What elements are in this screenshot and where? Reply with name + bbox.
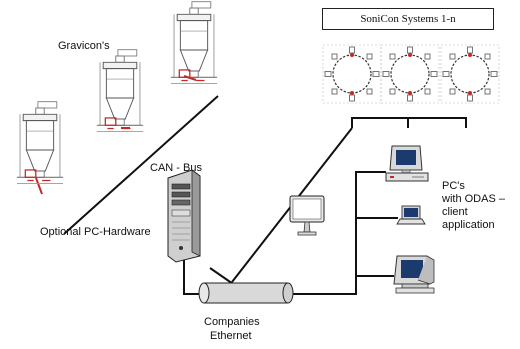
sonicon-systems-title-box: SoniCon Systems 1-n <box>322 8 494 30</box>
pcs-label-line2: with ODAS – <box>442 193 505 205</box>
pcs-label-line4: application <box>442 219 495 231</box>
sonicon-sensor-ring-icon <box>322 44 382 104</box>
pcs-label-line1: PC's <box>442 180 465 192</box>
gravicon-hopper-icon <box>96 49 144 133</box>
sonicon-title: SoniCon Systems 1-n <box>360 13 456 25</box>
tower-server-icon <box>167 169 201 263</box>
gravicon-hopper-icon <box>16 101 64 185</box>
optional-pc-hardware-label: Optional PC-Hardware <box>40 226 151 238</box>
flat-monitor-icon <box>289 195 325 236</box>
sonicon-sensor-ring-icon <box>440 44 500 104</box>
pcs-label-line3: client <box>442 206 468 218</box>
ethernet-label-line1: Companies <box>204 316 260 328</box>
crt-monitor-icon <box>385 145 429 182</box>
gravicon-hopper-icon <box>170 1 218 85</box>
ethernet-cylinder-icon <box>198 282 294 304</box>
ethernet-label-line2: Ethernet <box>210 330 252 342</box>
gravicons-label: Gravicon's <box>58 40 110 52</box>
can-bus-label: CAN - Bus <box>150 162 202 174</box>
sonicon-sensor-ring-icon <box>380 44 440 104</box>
connection-lines <box>63 95 467 295</box>
laptop-icon <box>396 205 426 225</box>
crt-monitor-icon <box>393 255 435 294</box>
